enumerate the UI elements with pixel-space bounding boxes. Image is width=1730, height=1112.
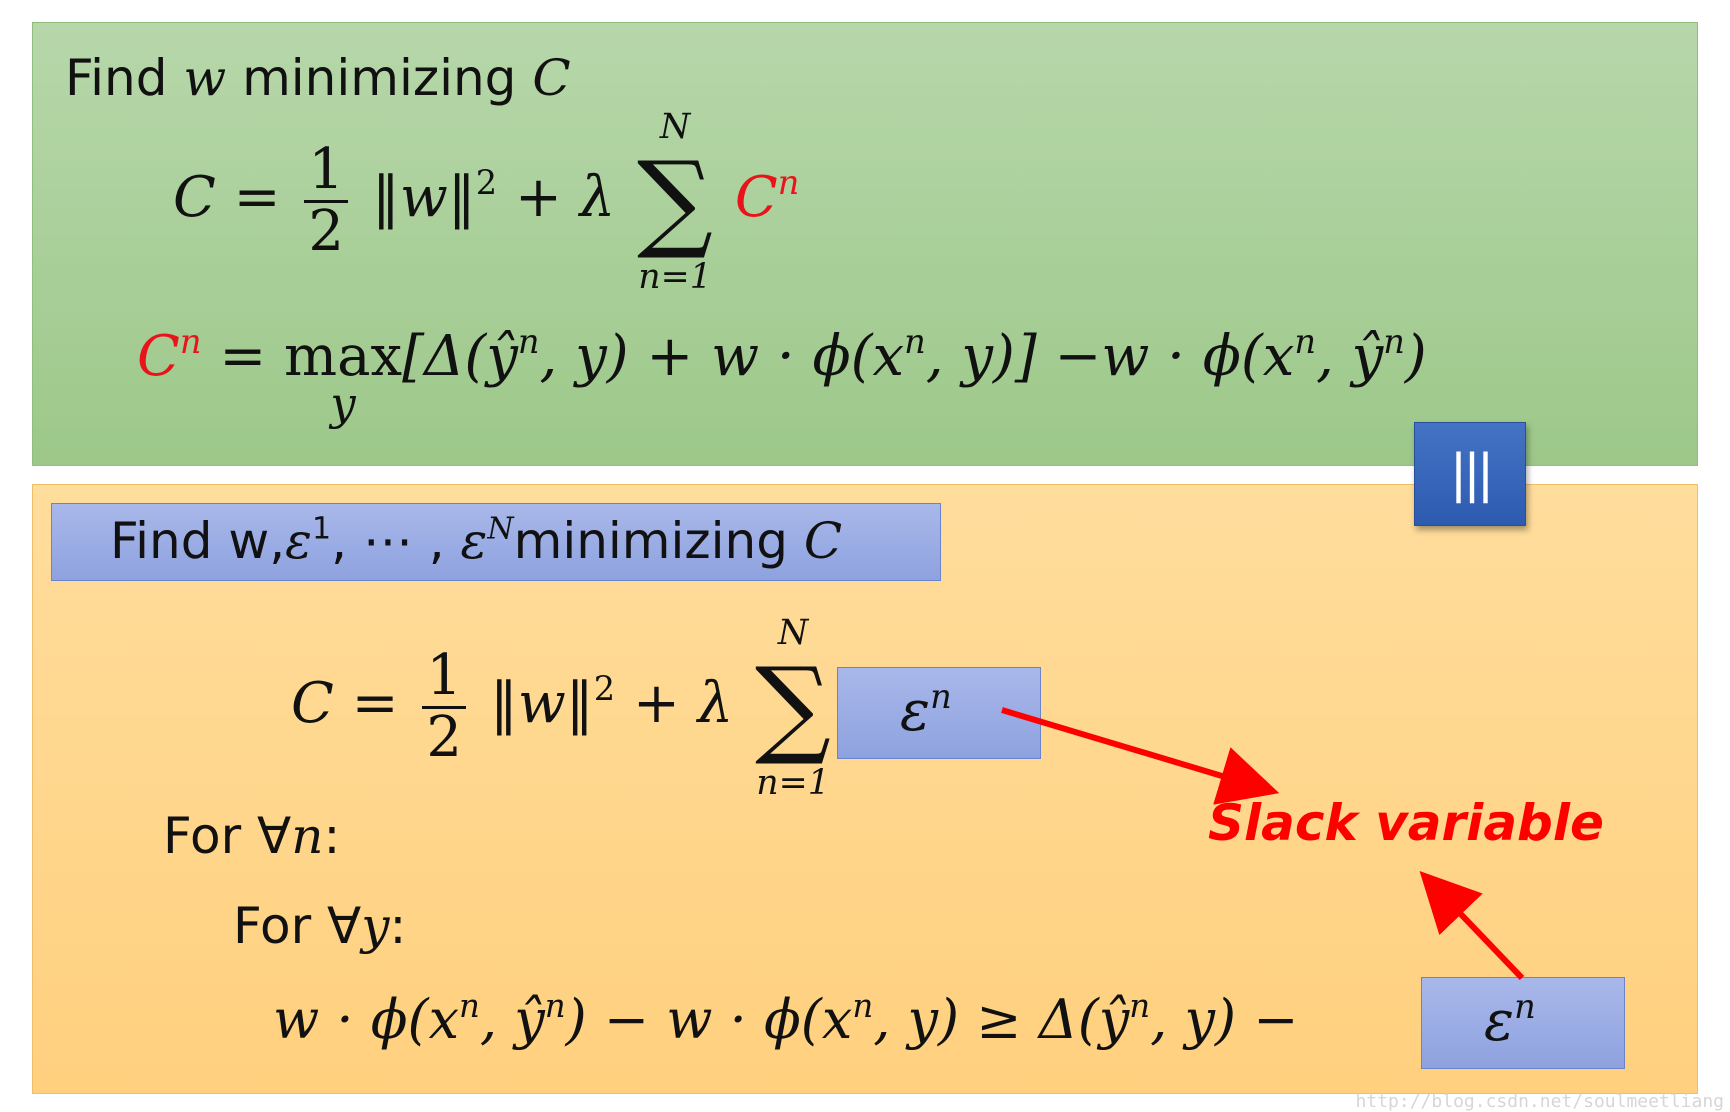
- reformulation-heading-box: Find w,ε1, ⋯ , εNminimizing C: [51, 503, 941, 581]
- constraint-exp-1: n: [459, 986, 480, 1025]
- slack-cost-lhs: C: [291, 670, 334, 736]
- loss-lhs: Cn: [137, 324, 202, 389]
- loss-lhs-c: C: [137, 324, 180, 389]
- objective-panel: Find w minimizing C C = 1 2 ‖w‖2 + λ N ∑…: [32, 22, 1698, 466]
- summation: N ∑ n=1: [633, 110, 717, 294]
- loss-lhs-exponent: n: [179, 322, 202, 362]
- constraint-exp-3: n: [852, 986, 874, 1025]
- slack-summation: N ∑ n=1: [751, 616, 835, 800]
- constraint-part-1: w · ϕ(x: [273, 988, 460, 1051]
- loss-part-3: , y)] −w · ϕ(x: [925, 324, 1295, 389]
- reformulation-heading: Find w,ε1, ⋯ , εNminimizing C: [110, 514, 842, 566]
- for-all-n-var: n: [291, 807, 324, 865]
- constraint-part-3: ) − w · ϕ(x: [565, 988, 853, 1051]
- fraction-denominator: 2: [308, 198, 345, 264]
- slack-term-box-cost: εn: [837, 667, 1041, 759]
- loss-part-2: , y) + w · ϕ(x: [539, 324, 905, 389]
- slack-cost-equation: C = 1 2 ‖w‖2 + λ N ∑ n=1: [291, 616, 835, 800]
- for-all-y-var: y: [361, 897, 390, 955]
- top-heading: Find w minimizing C: [65, 53, 571, 103]
- heading-minimizing-text: minimizing: [242, 49, 517, 107]
- heading-box-minimizing: minimizing: [513, 512, 788, 570]
- cost-term-cn: Cn: [735, 165, 800, 230]
- heading-box-epsn-exp: N: [487, 511, 514, 547]
- cost-term-exponent: n: [777, 162, 800, 202]
- slack-term-cost-eps: ε: [900, 679, 931, 744]
- slack-sum-upper: N: [777, 613, 809, 654]
- slack-term-cost: εn: [900, 680, 952, 740]
- for-all-n: For ∀n:: [163, 811, 340, 861]
- loss-part-5: ): [1404, 324, 1427, 389]
- fraction-numerator: 1: [304, 140, 349, 203]
- heading-find-text: Find: [65, 49, 168, 107]
- slack-lambda-term: + λ: [632, 670, 734, 736]
- slack-term-constraint-eps: ε: [1484, 989, 1515, 1054]
- loss-part-1: [Δ(ŷ: [402, 324, 518, 389]
- loss-exp-2: n: [904, 322, 926, 362]
- weight-norm: ‖w‖: [371, 164, 476, 230]
- slack-weight-norm: ‖w‖: [489, 670, 594, 736]
- for-all-y-label: For ∀: [233, 897, 362, 955]
- sum-lower-limit: n=1: [638, 256, 712, 297]
- slack-sigma-symbol: ∑: [755, 645, 831, 770]
- source-watermark: http://blog.csdn.net/soulmeetliang: [1355, 1091, 1724, 1112]
- cost-lhs: C: [173, 164, 216, 230]
- cost-equals: =: [233, 164, 281, 230]
- heading-var-c: C: [532, 49, 571, 107]
- loss-equals: =: [219, 324, 267, 389]
- slack-norm-exponent: 2: [593, 668, 616, 708]
- heading-box-epsn: ε: [460, 512, 488, 570]
- equivalence-symbol: |||: [1449, 444, 1495, 504]
- slack-cost-equals: =: [351, 670, 399, 736]
- heading-box-eps1: ε: [285, 512, 312, 570]
- slack-term-cost-exp: n: [930, 677, 952, 717]
- constraint-panel: Find w,ε1, ⋯ , εNminimizing C C = 1 2 ‖w…: [32, 484, 1698, 1094]
- half-fraction: 1 2: [304, 140, 349, 264]
- heading-box-find: Find w,: [110, 512, 286, 570]
- sigma-symbol: ∑: [637, 139, 713, 264]
- heading-box-dots: , ⋯ ,: [331, 512, 461, 570]
- norm-exponent: 2: [475, 162, 498, 202]
- slack-sum-lower: n=1: [756, 762, 830, 803]
- slack-term-constraint-exp: n: [1514, 987, 1536, 1027]
- for-all-y: For ∀y:: [233, 901, 406, 951]
- constraint-part-4: , y) ≥ Δ(ŷ: [873, 988, 1130, 1051]
- max-subscript: y: [330, 377, 356, 431]
- for-all-y-colon: :: [389, 897, 407, 955]
- constraint-exp-2: n: [544, 986, 566, 1025]
- equivalence-badge: |||: [1414, 422, 1526, 526]
- constraint-exp-4: n: [1129, 986, 1151, 1025]
- slack-term-constraint: εn: [1484, 990, 1536, 1050]
- margin-constraint: w · ϕ(xn, ŷn) − w · ϕ(xn, y) ≥ Δ(ŷn, y) …: [273, 990, 1298, 1047]
- slack-half-fraction: 1 2: [422, 646, 467, 770]
- slack-term-box-constraint: εn: [1421, 977, 1625, 1069]
- constraint-part-5: , y) −: [1150, 988, 1299, 1051]
- loss-exp-1: n: [517, 322, 540, 362]
- sum-upper-limit: N: [659, 107, 691, 148]
- loss-exp-4: n: [1383, 322, 1405, 362]
- loss-part-4: , ŷ: [1315, 324, 1384, 389]
- cost-term-c: C: [734, 164, 778, 230]
- slack-fraction-denominator: 2: [426, 704, 463, 770]
- cost-equation: C = 1 2 ‖w‖2 + λ N ∑ n=1 Cn: [173, 110, 800, 294]
- loss-exp-3: n: [1294, 322, 1316, 362]
- heading-box-c: C: [803, 512, 843, 570]
- max-text: max: [284, 324, 403, 389]
- heading-box-eps1-exp: 1: [311, 511, 332, 547]
- lambda-term: + λ: [514, 164, 616, 230]
- constraint-part-2: , ŷ: [479, 988, 545, 1051]
- for-all-n-label: For ∀: [163, 807, 292, 865]
- for-all-n-colon: :: [323, 807, 341, 865]
- slack-variable-label: Slack variable: [1208, 794, 1604, 852]
- slack-fraction-numerator: 1: [422, 646, 467, 709]
- heading-var-w: w: [183, 49, 227, 107]
